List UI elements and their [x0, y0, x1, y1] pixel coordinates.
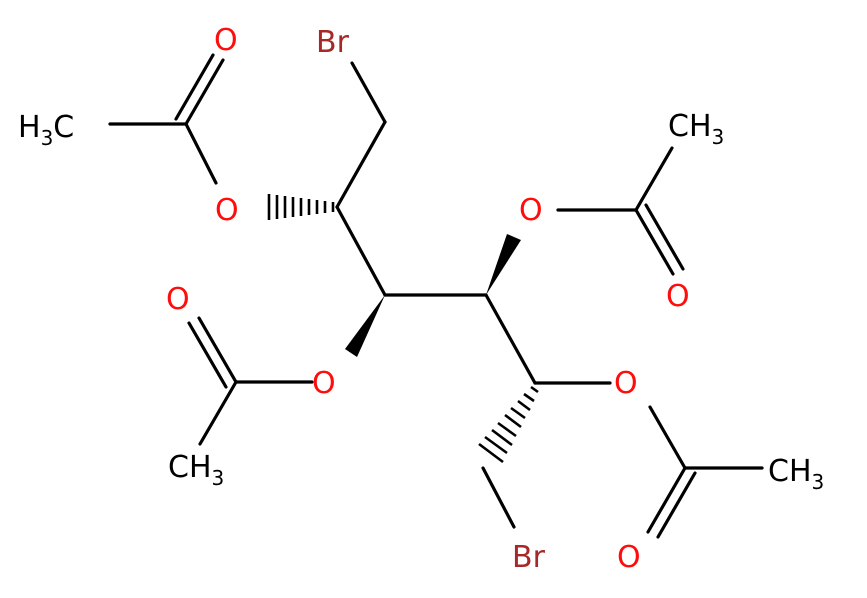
methyl-labels: H3C CH3 CH3 CH3 — [18, 109, 824, 494]
bromine-top-label: Br — [316, 25, 350, 60]
oxygen-carbonyl-3-label: O — [666, 279, 690, 314]
bond-lines — [108, 53, 764, 539]
oxygen-ester-3-label: O — [519, 193, 543, 228]
oxygen-carbonyl-4-label: O — [617, 540, 641, 575]
bond-c-ch3-3 — [634, 146, 674, 212]
bond-c-o4-double-a — [646, 466, 687, 534]
bond-c-o3-double-b — [644, 203, 685, 271]
bond-c1-c2 — [335, 120, 387, 209]
oxygen-carbonyl-1-label: O — [214, 23, 238, 58]
oxygen-ester-1-label: O — [215, 193, 239, 228]
bond-c4-c5 — [484, 293, 537, 385]
bond-c-o3-double-a — [634, 208, 675, 276]
bond-o4-c — [648, 405, 687, 470]
methyl-label-1: H3C — [18, 110, 74, 150]
methyl-label-2: CH3 — [168, 450, 224, 490]
hash-bond-c5-c6 — [478, 385, 539, 464]
bond-c-o4-double-b — [656, 471, 697, 539]
oxygen-ester-2-label: O — [312, 366, 336, 401]
bond-c-o1-double-a — [184, 58, 225, 126]
oxygen-carbonyl-2-label: O — [166, 282, 190, 317]
bond-brtop-c1 — [350, 61, 387, 124]
bond-c6-brbottom — [481, 466, 516, 529]
hash-bond-c2-o1 — [267, 194, 335, 220]
bond-c-o1-double-b — [174, 53, 215, 121]
oxygen-ester-4-label: O — [614, 366, 638, 401]
bond-c-ch3-2 — [198, 380, 238, 446]
bond-o1-c — [184, 122, 218, 185]
wedge-bond-c3-o2 — [345, 295, 385, 357]
bromine-bottom-label: Br — [512, 540, 546, 575]
methyl-label-3: CH3 — [668, 109, 724, 149]
wedge-bond-c4-o3 — [486, 234, 521, 295]
bond-c-o2-double-b — [187, 321, 228, 389]
atom-labels: Br Br O O O O O O O O — [166, 23, 690, 575]
bond-c-o2-double-a — [197, 316, 238, 384]
methyl-label-4: CH3 — [768, 454, 824, 494]
stereo-bonds — [267, 194, 539, 464]
bond-c2-c3 — [335, 205, 387, 297]
